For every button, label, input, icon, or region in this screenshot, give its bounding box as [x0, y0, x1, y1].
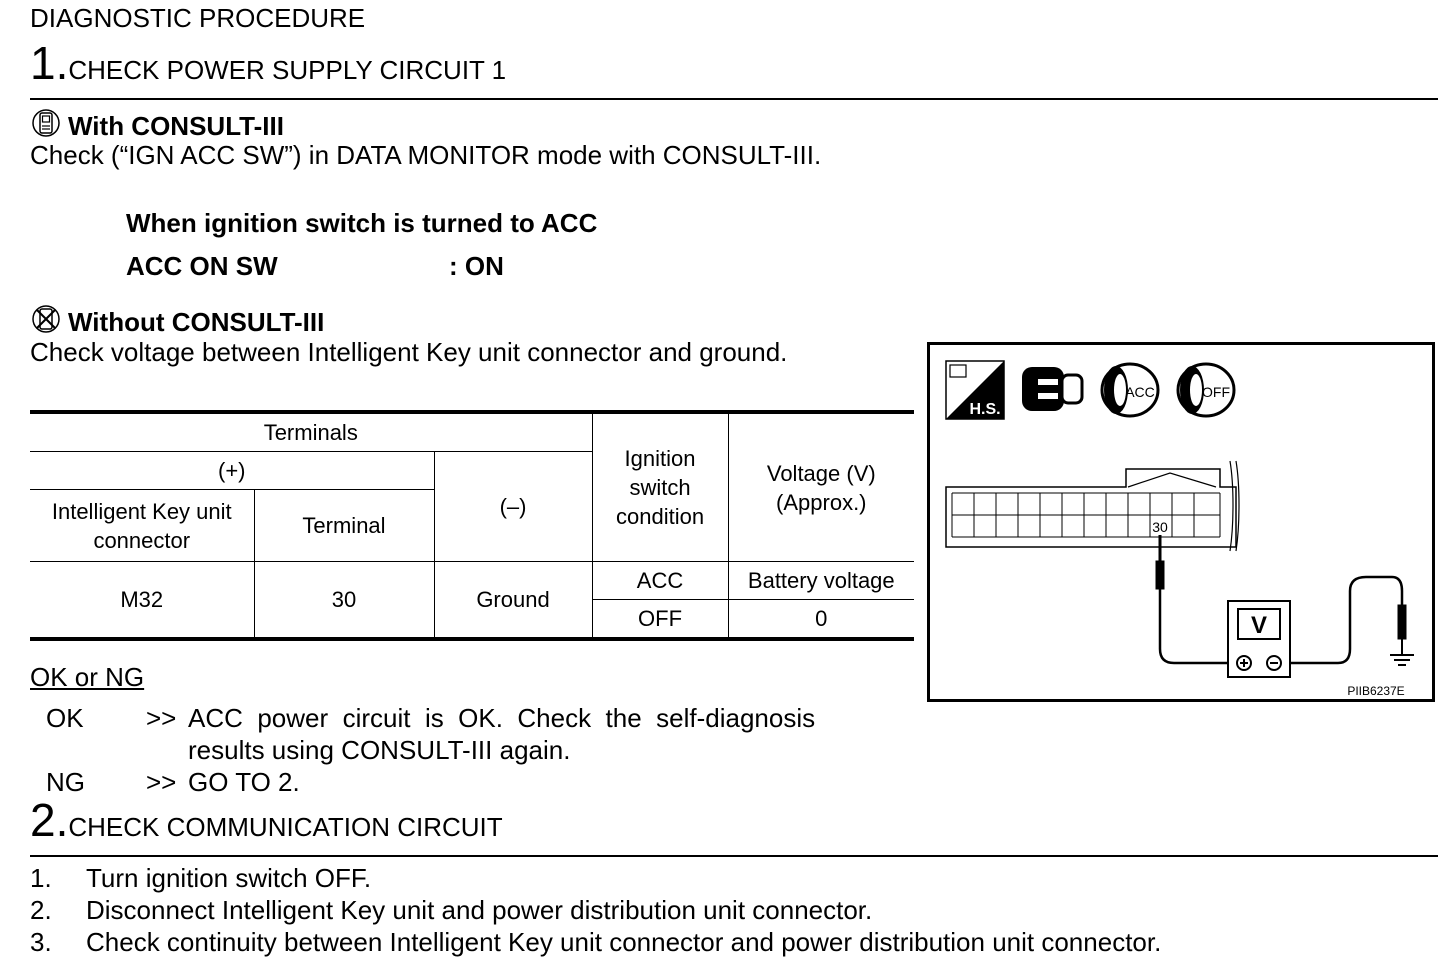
step-2-title: CHECK COMMUNICATION CIRCUIT — [68, 812, 503, 842]
with-consult-label: With CONSULT-III — [68, 111, 284, 141]
intelligent-key-connector: 30 — [945, 460, 1240, 552]
plus-header: (+) — [30, 451, 435, 490]
step-1-number: 1. — [30, 37, 69, 89]
harness-side-icon: H.S. — [945, 360, 1005, 420]
with-consult-heading: With CONSULT-III — [30, 108, 284, 141]
tester-leads — [1155, 535, 1414, 666]
acc-on-sw-value: : ON — [449, 251, 504, 281]
without-consult-heading: Without CONSULT-III — [30, 304, 324, 337]
terminals-header: Terminals — [30, 410, 593, 452]
acc-key-label: ACC — [1125, 384, 1155, 400]
ng-text: GO TO 2. — [188, 767, 300, 797]
step-2-item-3-number: 3. — [30, 927, 52, 957]
without-consult-text: Check voltage between Intelligent Key un… — [30, 337, 788, 367]
connector-cell: M32 — [30, 561, 255, 641]
voltmeter-icon: V — [1227, 600, 1291, 678]
voltage-spec-table: Terminals Ignition switch condition Volt… — [30, 410, 915, 641]
off-key-label: OFF — [1202, 384, 1230, 400]
ng-arrow: >> — [146, 767, 177, 797]
ok-or-ng-heading: OK or NG — [30, 662, 145, 692]
terminal-cell: 30 — [253, 561, 435, 641]
step-2-item-1-number: 1. — [30, 863, 52, 893]
voltage-cell-off: 0 — [727, 599, 915, 641]
terminal-header: Terminal — [253, 489, 434, 562]
step-1-title: CHECK POWER SUPPLY CIRCUIT 1 — [68, 55, 507, 85]
step-2-item-1-text: Turn ignition switch OFF. — [86, 863, 372, 893]
ok-text-line-2: results using CONSULT-III again. — [188, 735, 571, 765]
ignition-off-icon: OFF — [1176, 362, 1236, 418]
step-2-item-3-text: Check continuity between Intelligent Key… — [86, 927, 1162, 957]
ok-arrow: >> — [146, 703, 177, 733]
pin-30-label: 30 — [1152, 519, 1168, 535]
acc-on-sw-label: ACC ON SW — [126, 251, 278, 281]
ignition-acc-icon: ACC — [1100, 362, 1160, 418]
voltage-check-diagram: H.S. ACC OFF — [945, 360, 1414, 698]
condition-cell-acc: ACC — [591, 561, 729, 600]
figure-code: PIIB6237E — [1347, 684, 1404, 698]
disconnect-connector-icon — [1022, 367, 1084, 411]
hs-label: H.S. — [969, 401, 1000, 418]
voltage-header: Voltage (V) (Approx.) — [727, 410, 915, 562]
step-2-heading: 2.CHECK COMMUNICATION CIRCUIT — [30, 797, 503, 843]
wiring-figure: H.S. ACC OFF — [927, 342, 1435, 702]
voltage-cell-acc: Battery voltage — [727, 561, 915, 600]
ground-cell: Ground — [433, 561, 593, 641]
without-consult-label: Without CONSULT-III — [68, 307, 325, 337]
step-1-divider — [30, 98, 1438, 100]
step-1-heading: 1.CHECK POWER SUPPLY CIRCUIT 1 — [30, 40, 506, 86]
step-2-number: 2. — [30, 794, 69, 846]
voltmeter-label: V — [1251, 612, 1267, 639]
ok-text-line-1: ACC power circuit is OK. Check the self-… — [188, 703, 816, 733]
acc-condition: When ignition switch is turned to ACC — [126, 208, 598, 238]
ignition-condition-header: Ignition switch condition — [591, 410, 729, 562]
ng-label: NG — [46, 767, 85, 797]
connector-header: Intelligent Key unit connector — [30, 489, 255, 562]
step-2-divider — [30, 855, 1438, 857]
condition-cell-off: OFF — [592, 599, 729, 641]
step-2-item-2-text: Disconnect Intelligent Key unit and powe… — [86, 895, 873, 925]
page-title: DIAGNOSTIC PROCEDURE — [30, 3, 366, 33]
with-consult-text: Check (“IGN ACC SW”) in DATA MONITOR mod… — [30, 140, 822, 170]
ok-label: OK — [46, 703, 84, 733]
consult-tester-icon — [32, 109, 60, 137]
step-2-item-2-number: 2. — [30, 895, 52, 925]
no-consult-icon — [32, 305, 60, 333]
minus-header: (–) — [433, 451, 593, 562]
